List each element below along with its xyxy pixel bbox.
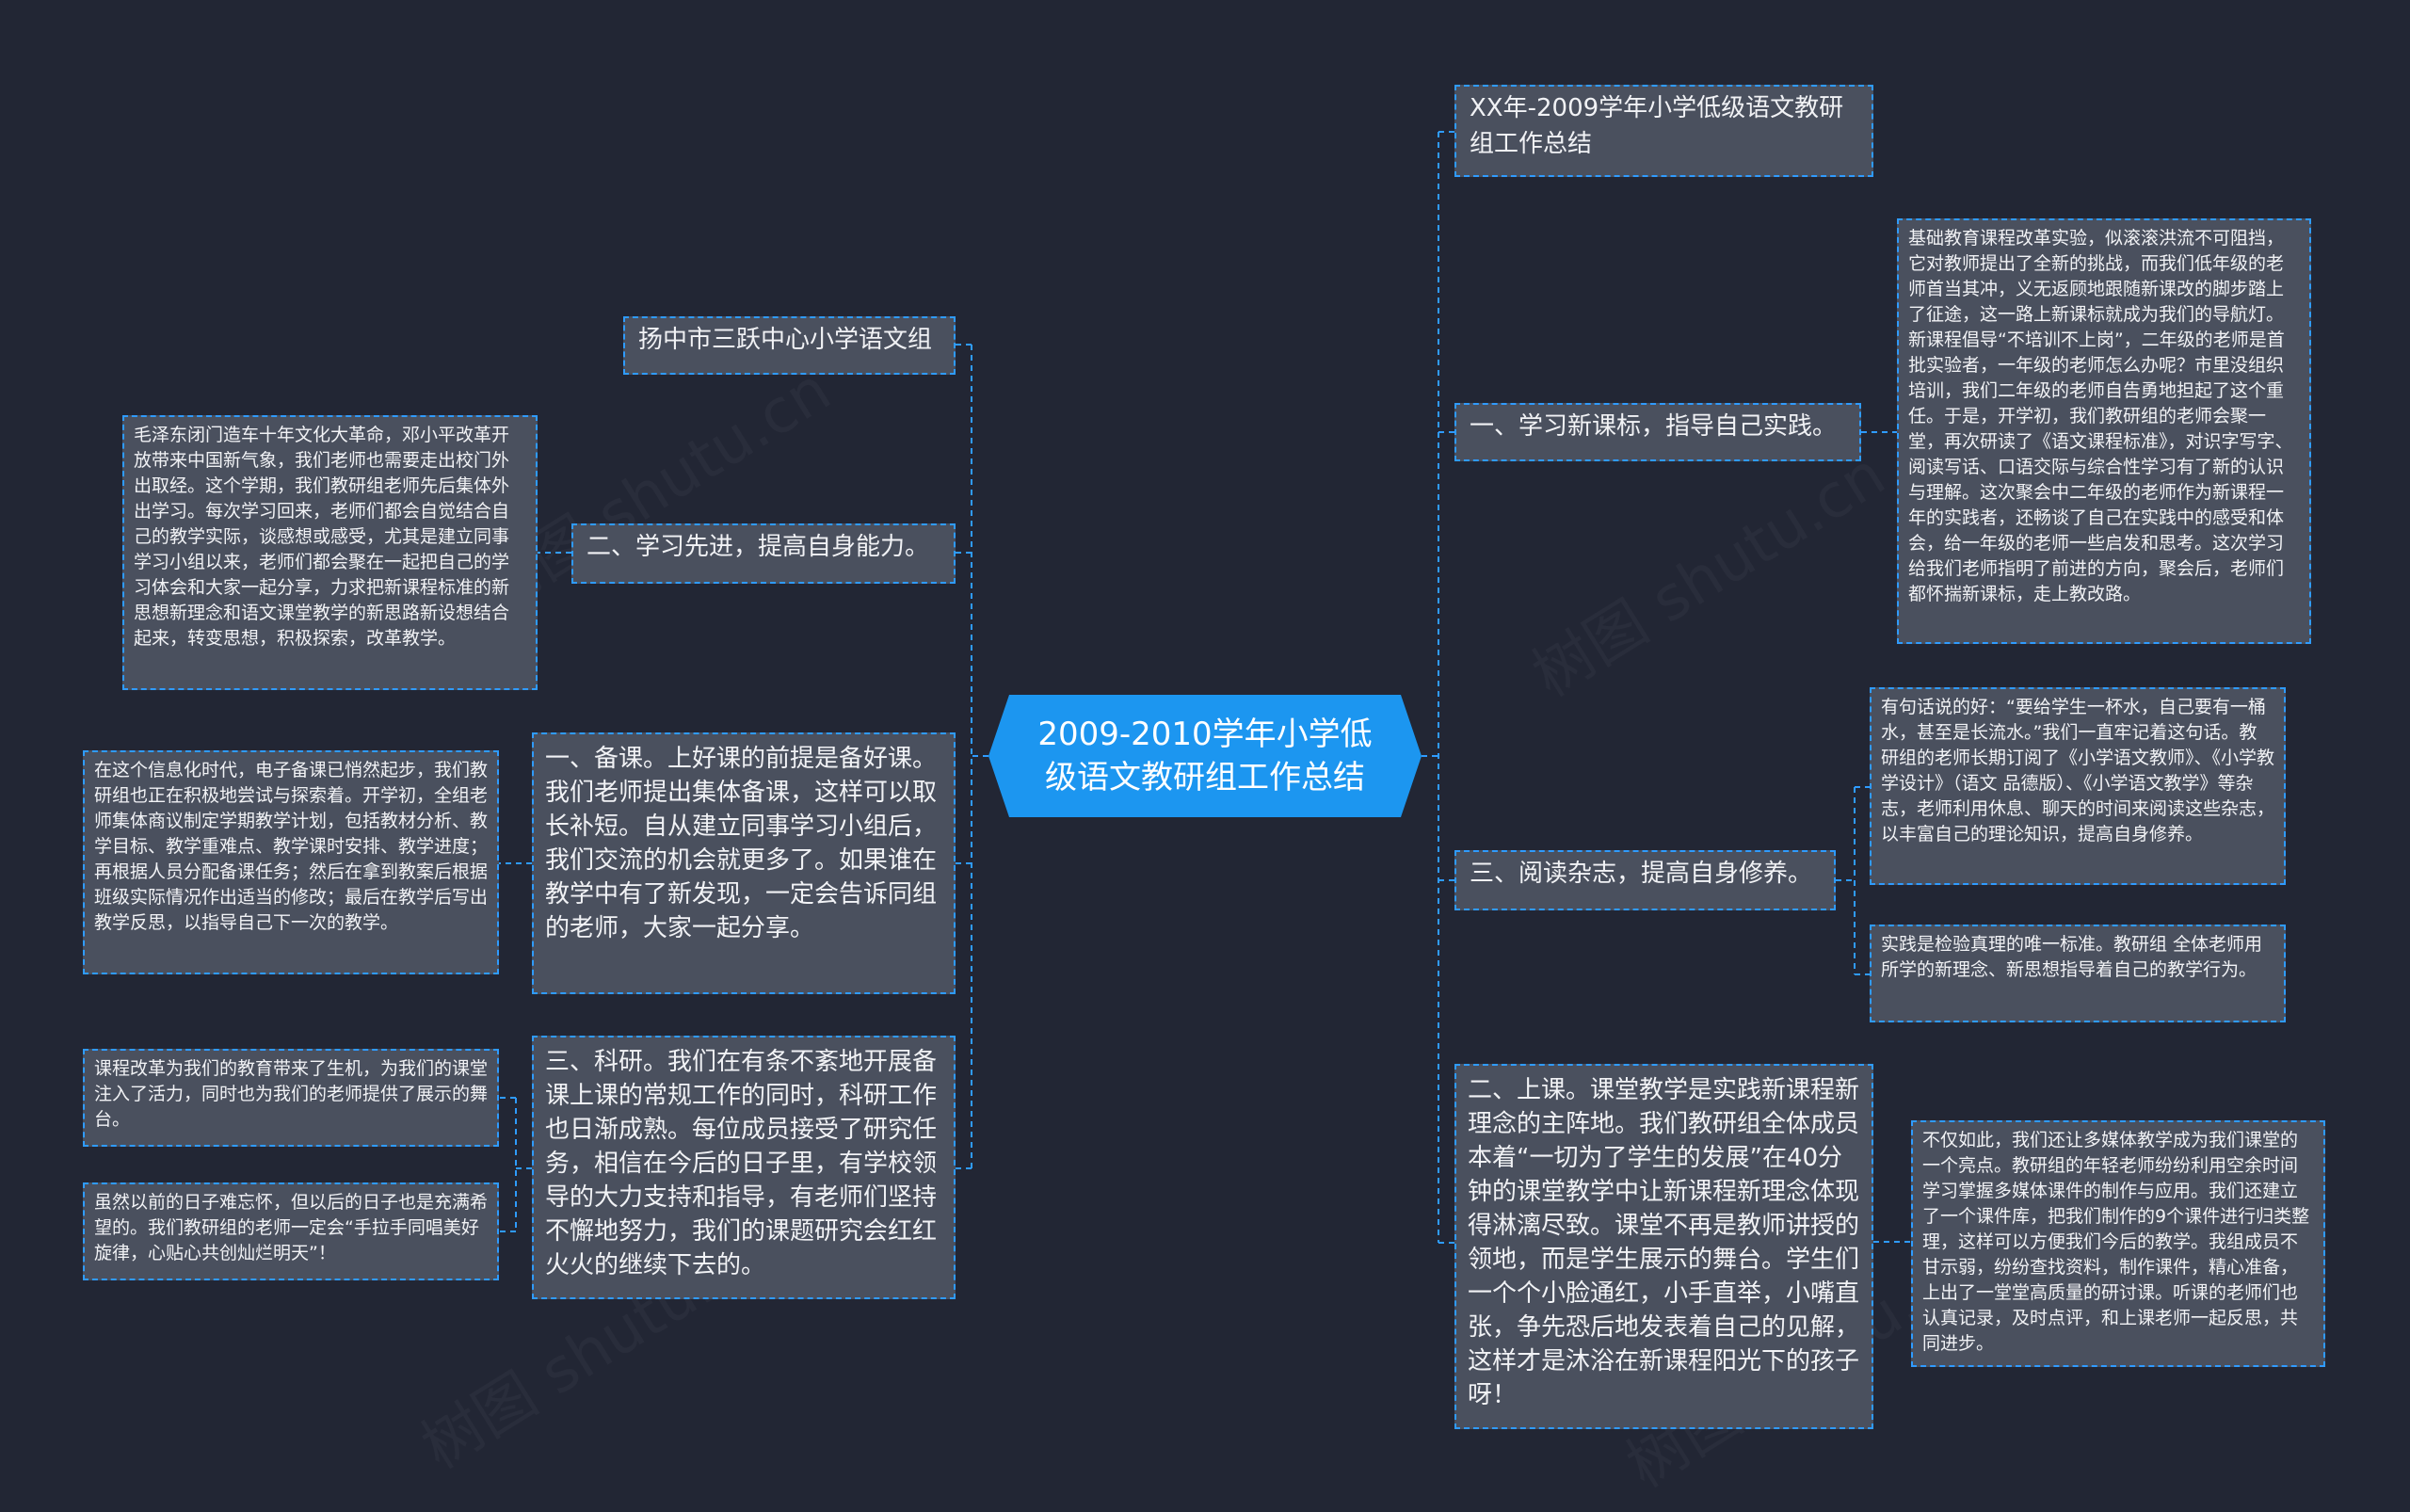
node-prep-detail[interactable]: 在这个信息化时代，电子备课已悄然起步，我们教研组也正在积极地尝试与探索着。开学初… xyxy=(83,750,499,974)
node-lesson[interactable]: 二、上课。课堂教学是实践新课程新理念的主阵地。我们教研组全体成员本着“一切为了学… xyxy=(1454,1064,1873,1429)
connector-right-trunk xyxy=(1422,132,1439,1243)
connector-research-details xyxy=(499,1097,532,1232)
node-research-detail-2[interactable]: 虽然以前的日子难忘怀，但以后的日子也是充满希望的。我们教研组的老师一定会“手拉手… xyxy=(83,1182,499,1280)
node-title-summary[interactable]: XX年-2009学年小学低级语文教研组工作总结 xyxy=(1454,85,1873,177)
central-topic-label: 2009-2010学年小学低级语文教研组工作总结 xyxy=(1037,716,1373,796)
central-topic[interactable]: 2009-2010学年小学低级语文教研组工作总结 xyxy=(988,695,1422,817)
node-research[interactable]: 三、科研。我们在有条不紊地开展备课上课的常规工作的同时，科研工作也日渐成熟。每位… xyxy=(532,1036,956,1299)
connector-reading-details xyxy=(1836,786,1870,975)
node-reading-detail-2[interactable]: 实践是检验真理的唯一标准。教研组 全体老师用所学的新理念、新思想指导着自己的教学… xyxy=(1870,925,2286,1022)
connector-left-trunk xyxy=(971,345,988,1168)
node-learn-detail[interactable]: 毛泽东闭门造车十年文化大革命，邓小平改革开放带来中国新气象，我们老师也需要走出校… xyxy=(122,415,538,690)
node-school[interactable]: 扬中市三跃中心小学语文组 xyxy=(623,316,956,375)
node-study-standards-detail[interactable]: 基础教育课程改革实验，似滚滚洪流不可阻挡，它对教师提出了全新的挑战，而我们低年级… xyxy=(1897,218,2311,644)
node-reading-detail-1[interactable]: 有句话说的好：“要给学生一杯水，自己要有一桶水，甚至是长流水。”我们一直牢记着这… xyxy=(1870,687,2286,885)
node-lesson-prep[interactable]: 一、备课。上好课的前提是备好课。我们老师提出集体备课，这样可以取长补短。自从建立… xyxy=(532,732,956,994)
node-research-detail-1[interactable]: 课程改革为我们的教育带来了生机，为我们的课堂注入了活力，同时也为我们的老师提供了… xyxy=(83,1049,499,1147)
node-lesson-detail[interactable]: 不仅如此，我们还让多媒体教学成为我们课堂的一个亮点。教研组的年轻老师纷纷利用空余… xyxy=(1911,1120,2325,1367)
node-study-standards[interactable]: 一、学习新课标，指导自己实践。 xyxy=(1454,403,1861,461)
node-reading-magazines[interactable]: 三、阅读杂志，提高自身修养。 xyxy=(1454,850,1836,910)
node-learn-advanced[interactable]: 二、学习先进，提高自身能力。 xyxy=(571,523,956,584)
